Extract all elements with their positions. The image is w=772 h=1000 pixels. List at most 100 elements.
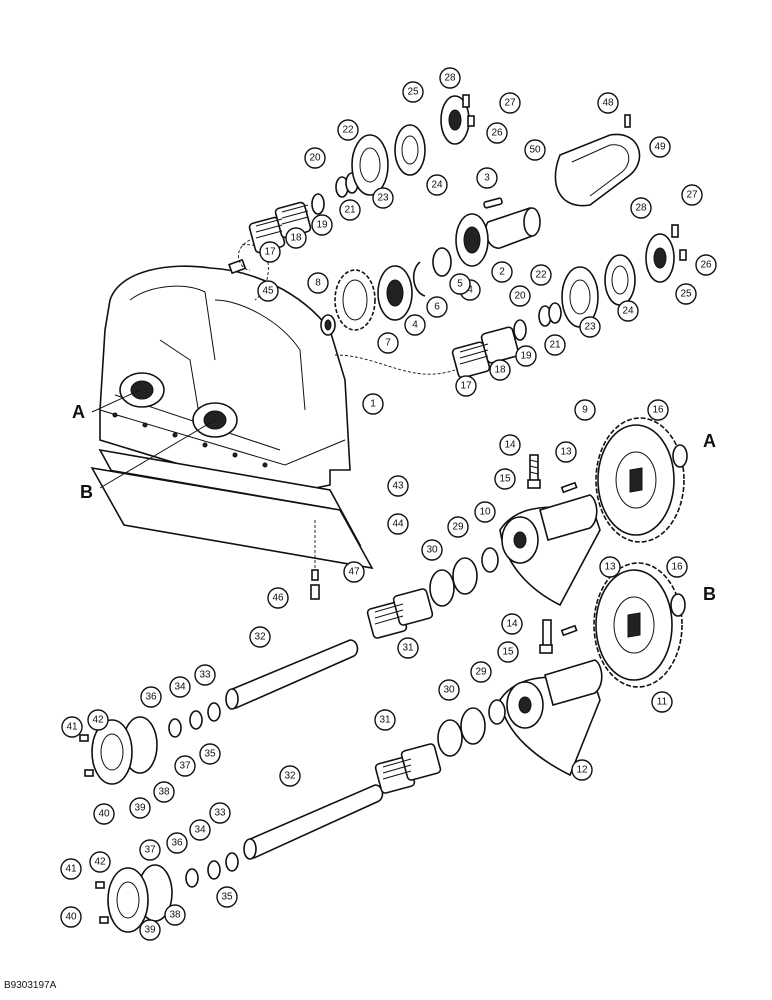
- callout-42a: 42: [87, 709, 109, 731]
- callout-19b: 19: [515, 345, 537, 367]
- callout-17b: 17: [455, 375, 477, 397]
- callout-32a: 32: [249, 626, 271, 648]
- callout-37a: 37: [174, 755, 196, 777]
- svg-text:37: 37: [179, 761, 191, 772]
- callout-18a: 18: [285, 227, 307, 249]
- svg-text:36: 36: [171, 838, 183, 849]
- callout-43: 43: [387, 475, 409, 497]
- svg-text:25: 25: [407, 87, 419, 98]
- svg-text:33: 33: [214, 808, 226, 819]
- callout-9: 9: [574, 399, 596, 421]
- svg-text:35: 35: [204, 749, 216, 760]
- callout-30b: 30: [438, 679, 460, 701]
- svg-text:37: 37: [144, 845, 156, 856]
- svg-text:19: 19: [520, 351, 532, 362]
- callout-14a: 14: [499, 434, 521, 456]
- svg-text:18: 18: [494, 365, 506, 376]
- callout-bubbles: 1 2 3 4 4 5 6 7 8 9 10 11 12 13 13 14 14…: [60, 67, 717, 941]
- svg-text:19: 19: [316, 220, 328, 231]
- lower-end-cap: [95, 864, 173, 933]
- callout-12: 12: [571, 759, 593, 781]
- svg-text:17: 17: [460, 381, 472, 392]
- svg-text:1: 1: [370, 399, 376, 410]
- svg-text:39: 39: [134, 803, 146, 814]
- callout-39a: 39: [129, 797, 151, 819]
- svg-text:35: 35: [221, 892, 233, 903]
- svg-text:3: 3: [484, 173, 490, 184]
- callout-31b: 31: [374, 709, 396, 731]
- callout-1: 1: [362, 393, 384, 415]
- callout-44: 44: [387, 513, 409, 535]
- callout-4b: 4: [404, 314, 426, 336]
- pinion-gear: [320, 269, 376, 336]
- callout-30a: 30: [421, 539, 443, 561]
- svg-text:14: 14: [506, 619, 518, 630]
- svg-text:22: 22: [535, 270, 547, 281]
- svg-text:27: 27: [504, 98, 516, 109]
- svg-text:4: 4: [412, 320, 418, 331]
- callout-50: 50: [524, 139, 546, 161]
- callout-7: 7: [377, 332, 399, 354]
- callout-33b: 33: [209, 802, 231, 824]
- callout-3: 3: [476, 167, 498, 189]
- callout-22a: 22: [337, 119, 359, 141]
- svg-text:27: 27: [686, 190, 698, 201]
- callout-15a: 15: [494, 468, 516, 490]
- callout-27a: 27: [499, 92, 521, 114]
- svg-text:23: 23: [377, 193, 389, 204]
- callout-18b: 18: [489, 359, 511, 381]
- svg-text:2: 2: [499, 267, 505, 278]
- callout-17a: 17: [259, 241, 281, 263]
- svg-text:13: 13: [604, 562, 616, 573]
- svg-text:28: 28: [635, 203, 647, 214]
- svg-text:39: 39: [144, 925, 156, 936]
- svg-text:11: 11: [657, 697, 668, 708]
- callout-21b: 21: [544, 334, 566, 356]
- svg-text:33: 33: [199, 670, 211, 681]
- svg-text:16: 16: [671, 562, 683, 573]
- svg-text:20: 20: [309, 153, 321, 164]
- svg-text:16: 16: [652, 405, 664, 416]
- callout-24a: 24: [426, 174, 448, 196]
- callout-32b: 32: [279, 765, 301, 787]
- svg-text:29: 29: [475, 667, 487, 678]
- callout-49: 49: [649, 136, 671, 158]
- svg-text:34: 34: [174, 682, 186, 693]
- upper-crank-shaft: [168, 547, 499, 738]
- svg-text:31: 31: [379, 715, 391, 726]
- upper-crank: [499, 454, 601, 607]
- svg-text:4: 4: [467, 285, 473, 296]
- svg-text:17: 17: [264, 247, 276, 258]
- callout-19a: 19: [311, 214, 333, 236]
- svg-text:12: 12: [576, 765, 588, 776]
- reference-letter-b-gear: B: [703, 584, 716, 604]
- callout-27b: 27: [681, 184, 703, 206]
- svg-text:46: 46: [272, 593, 284, 604]
- drain-plug: [310, 520, 320, 600]
- callout-33a: 33: [194, 664, 216, 686]
- svg-text:50: 50: [529, 145, 541, 156]
- callout-41a: 41: [61, 716, 83, 738]
- callout-39b: 39: [139, 919, 161, 941]
- callout-45: 45: [257, 280, 279, 302]
- callout-38a: 38: [153, 781, 175, 803]
- callout-20a: 20: [304, 147, 326, 169]
- svg-text:21: 21: [549, 340, 561, 351]
- callout-35b: 35: [216, 886, 238, 908]
- callout-2: 2: [491, 261, 513, 283]
- svg-text:34: 34: [194, 825, 206, 836]
- svg-text:23: 23: [584, 322, 596, 333]
- callout-11: 11: [651, 691, 673, 713]
- lower-crank: [499, 619, 603, 777]
- callout-34a: 34: [169, 676, 191, 698]
- lower-crank-shaft: [185, 699, 506, 888]
- svg-text:42: 42: [94, 857, 106, 868]
- reference-letter-b: B: [80, 482, 93, 502]
- svg-text:26: 26: [700, 260, 712, 271]
- callout-16b: 16: [666, 556, 688, 578]
- callout-40a: 40: [93, 803, 115, 825]
- callout-15b: 15: [497, 641, 519, 663]
- lower-bull-gear: [593, 562, 686, 688]
- svg-text:42: 42: [92, 715, 104, 726]
